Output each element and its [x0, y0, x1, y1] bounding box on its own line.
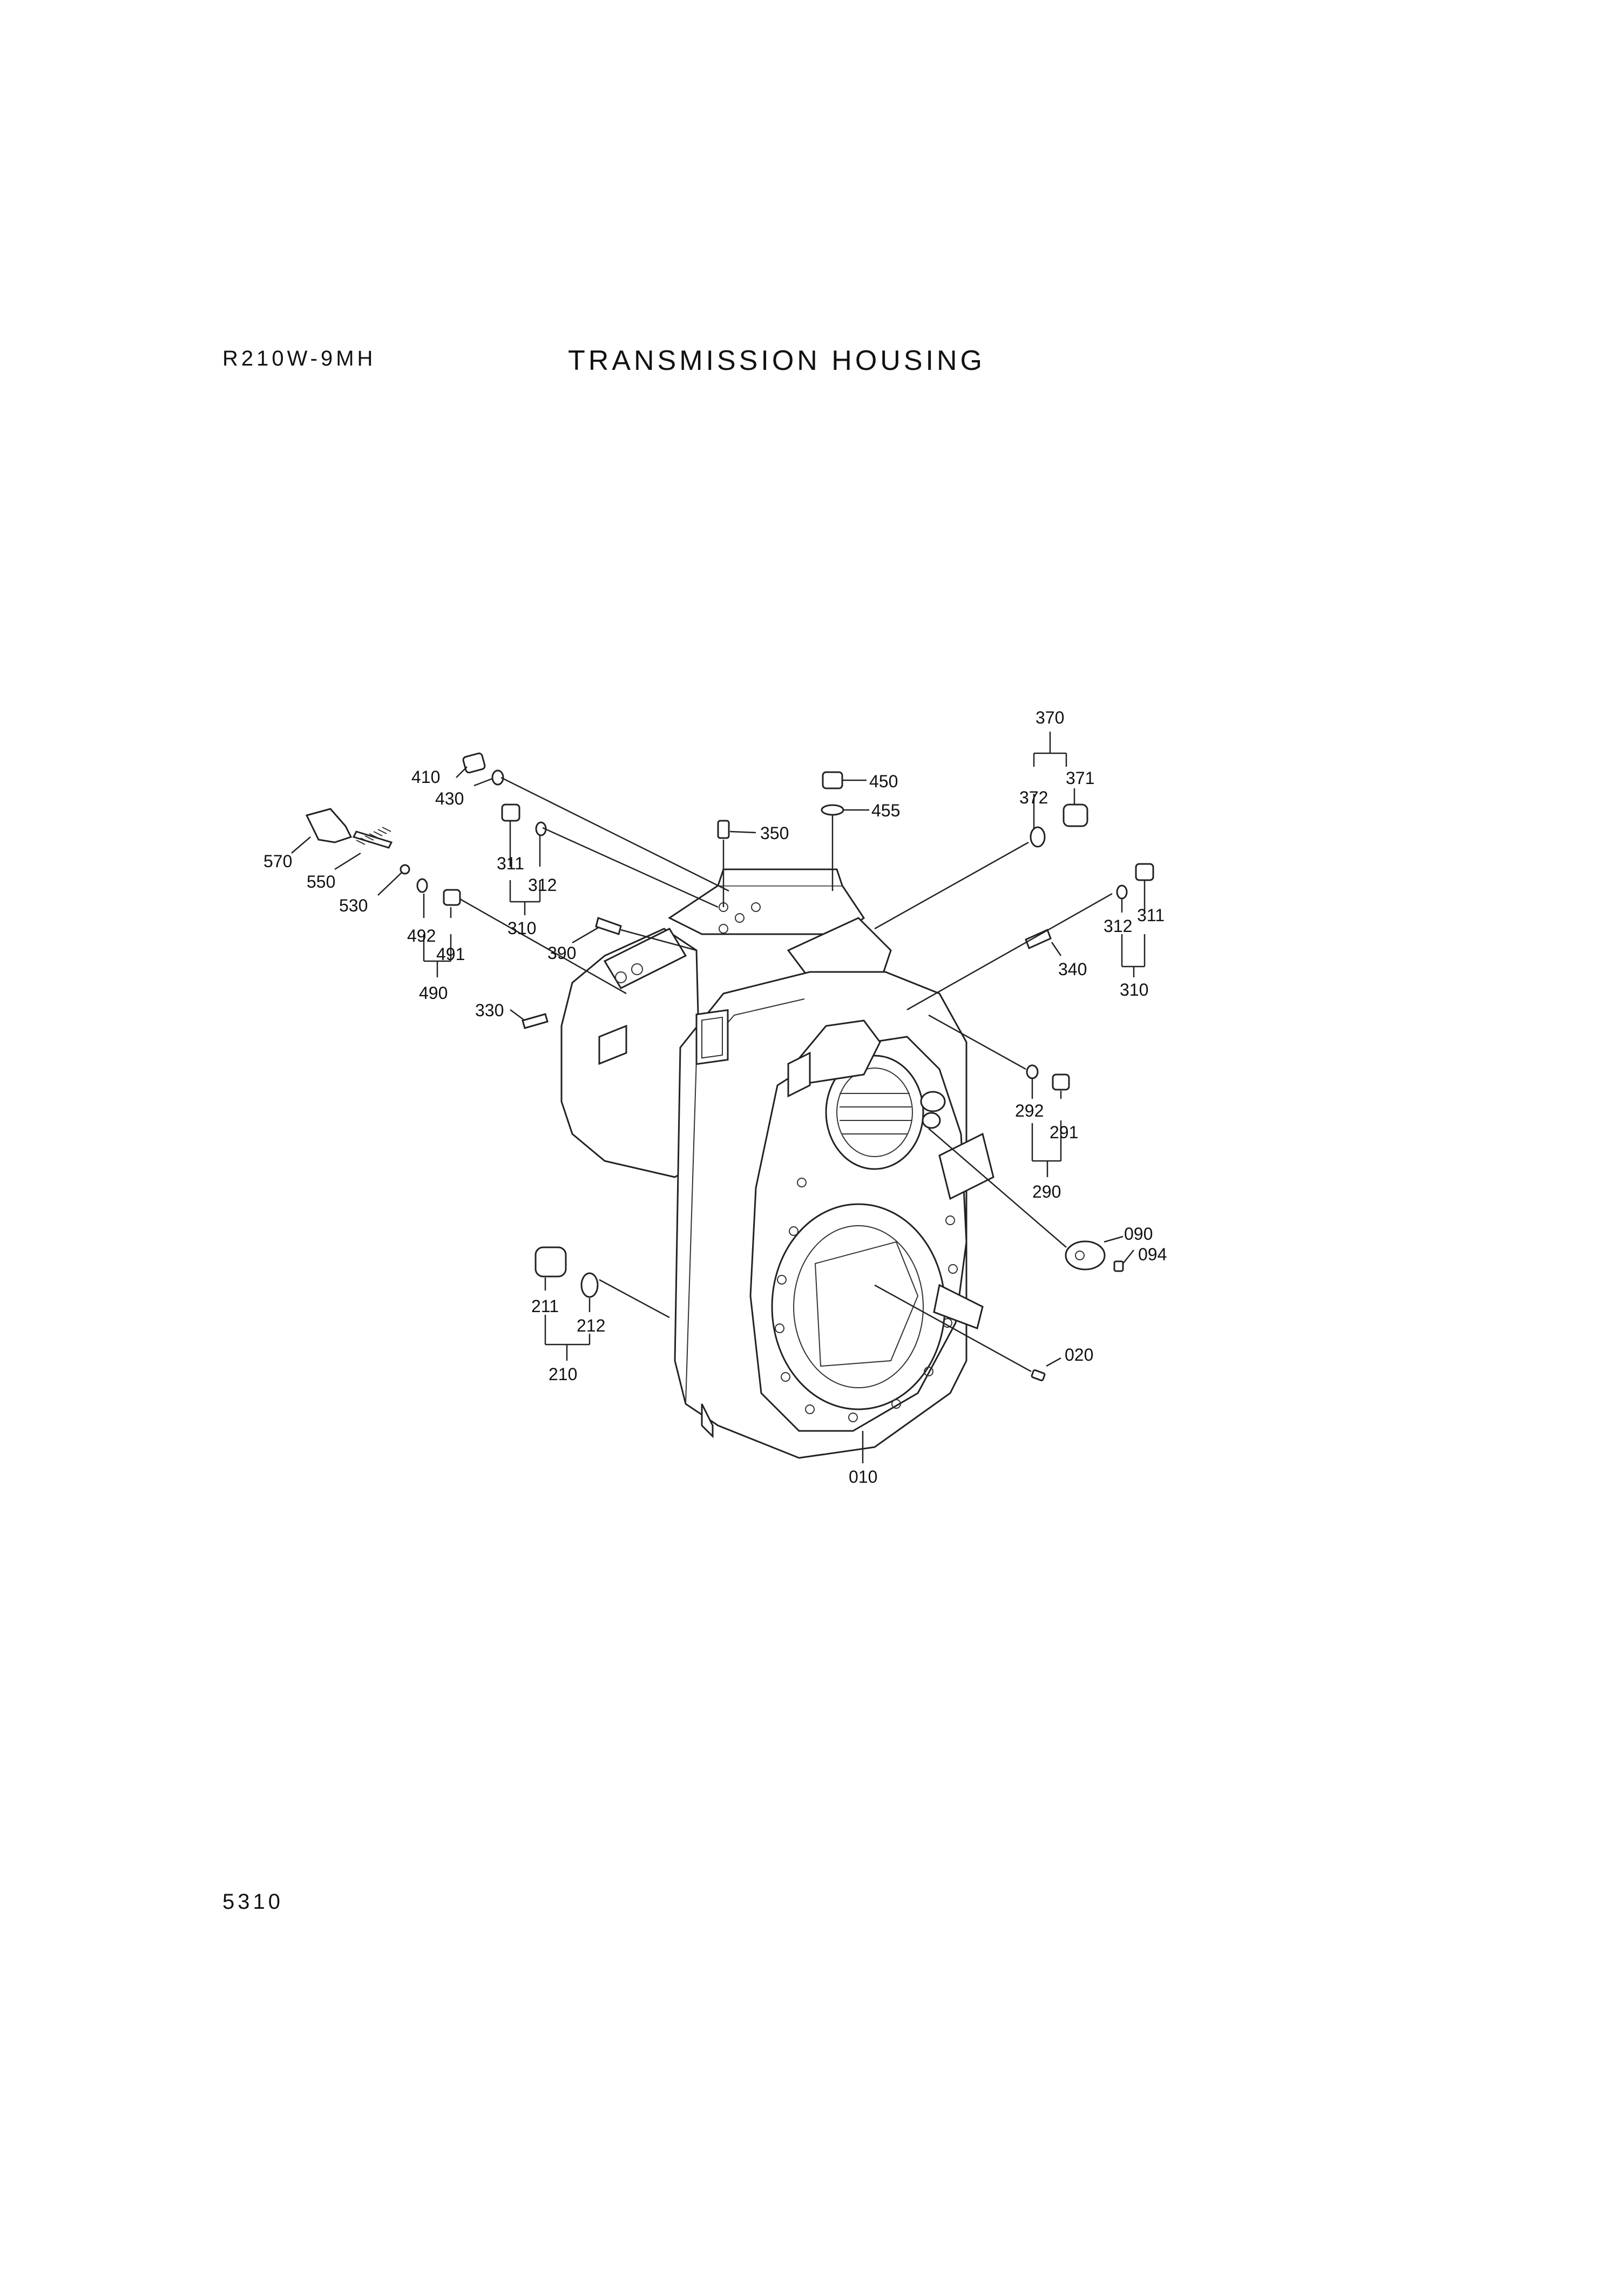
- page-number: 5310: [222, 1890, 283, 1914]
- callout-570: 570: [263, 852, 292, 871]
- callout-090: 090: [1124, 1224, 1153, 1244]
- callout-530: 530: [339, 896, 368, 915]
- callout-330: 330: [475, 1001, 504, 1020]
- callout-310a: 310: [508, 918, 536, 938]
- callout-211: 211: [531, 1296, 559, 1316]
- transmission-housing-body: [560, 868, 994, 1459]
- callout-370: 370: [1036, 708, 1064, 727]
- callout-492: 492: [407, 926, 436, 945]
- callout-491: 491: [436, 944, 465, 964]
- callout-490: 490: [419, 983, 448, 1003]
- callout-212: 212: [577, 1316, 605, 1335]
- callout-455: 455: [871, 801, 900, 820]
- leader-lines: [291, 732, 1146, 1463]
- callout-210: 210: [549, 1364, 577, 1384]
- callout-312a: 312: [528, 875, 557, 895]
- callout-450: 450: [869, 772, 898, 791]
- callout-010: 010: [849, 1467, 877, 1487]
- callout-371: 371: [1066, 768, 1094, 788]
- callout-020: 020: [1065, 1345, 1093, 1364]
- callout-390: 390: [547, 943, 576, 963]
- callout-430: 430: [435, 789, 464, 808]
- callout-312b: 312: [1104, 916, 1132, 936]
- callout-labels: 410 430 570 550 530 311 312 310 492 491 …: [263, 708, 1167, 1487]
- callout-094: 094: [1138, 1245, 1167, 1264]
- callout-350: 350: [760, 823, 789, 843]
- small-parts: [305, 752, 1154, 1381]
- callout-311a: 311: [497, 854, 524, 873]
- callout-292: 292: [1015, 1101, 1044, 1120]
- callout-310b: 310: [1120, 980, 1148, 999]
- callout-550: 550: [307, 872, 335, 891]
- callout-291: 291: [1050, 1123, 1078, 1142]
- page-title: TRANSMISSION HOUSING: [568, 345, 985, 376]
- callout-311b: 311: [1137, 906, 1165, 925]
- callout-340: 340: [1058, 960, 1087, 979]
- callout-290: 290: [1032, 1182, 1061, 1201]
- callout-410: 410: [411, 767, 440, 787]
- model-number: R210W-9MH: [222, 347, 376, 370]
- callout-372: 372: [1019, 788, 1048, 807]
